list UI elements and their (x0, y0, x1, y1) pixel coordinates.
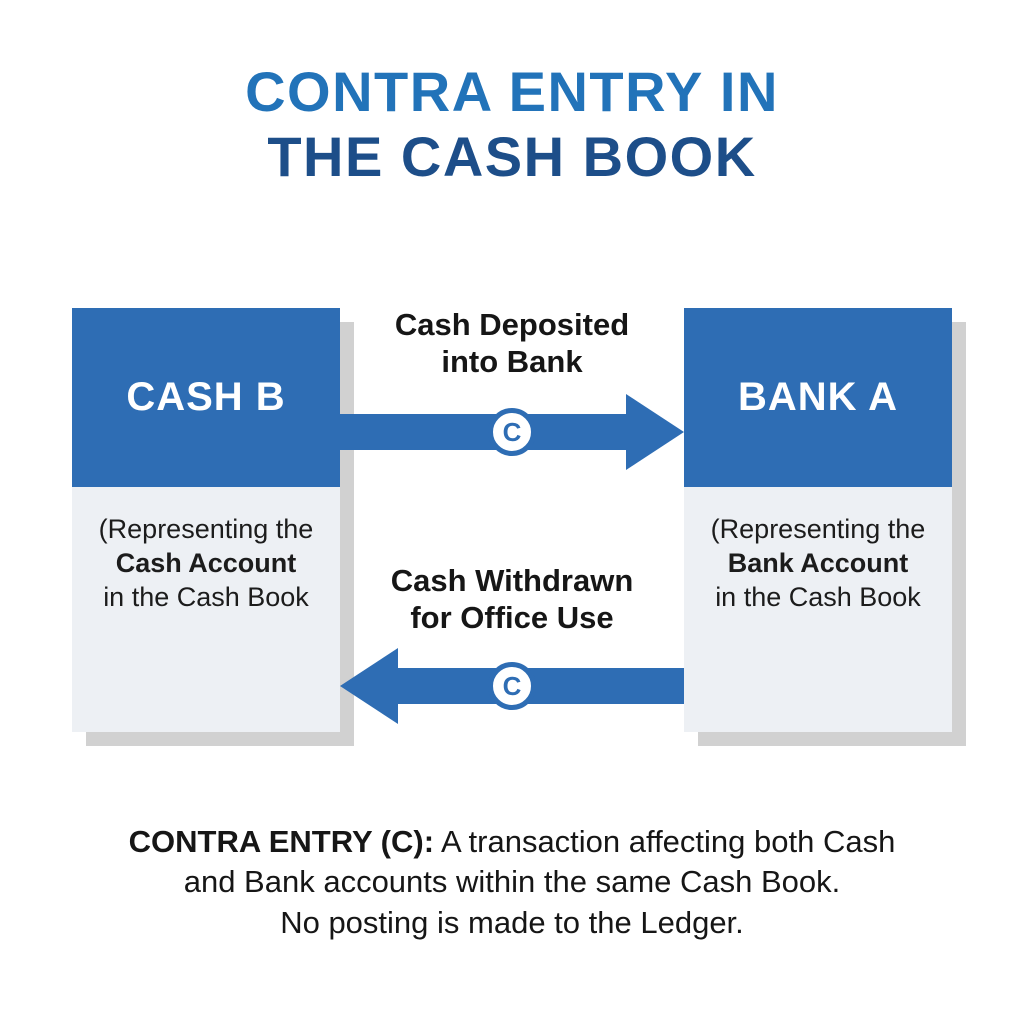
deposit-arrow-label: Cash Deposited into Bank (0, 306, 1024, 380)
page-title: CONTRA ENTRY IN THE CASH BOOK (0, 60, 1024, 190)
withdraw-arrow: C (340, 648, 684, 724)
deposit-label-line2: into Bank (441, 344, 583, 380)
title-line1: CONTRA ENTRY IN (245, 60, 779, 123)
cash-box-card: CASH B (Representing the Cash Account in… (72, 308, 340, 732)
withdraw-label-line1: Cash Withdrawn (390, 563, 634, 598)
bank-body-line2: Bank Account (727, 547, 909, 578)
contra-entry-definition: CONTRA ENTRY (C): A transaction affectin… (0, 822, 1024, 943)
deposit-label-line1: Cash Deposited (394, 307, 630, 342)
title-line2: THE CASH BOOK (267, 124, 757, 188)
deposit-arrow: C (340, 394, 684, 470)
withdraw-arrow-shaft (394, 668, 684, 704)
definition-line2: and Bank accounts within the same Cash B… (183, 864, 841, 900)
bank-body-line1: (Representing the (710, 514, 926, 544)
cash-box-body: (Representing the Cash Account in the Ca… (72, 487, 340, 732)
definition-line1: CONTRA ENTRY (C): A transaction affectin… (0, 822, 1024, 862)
withdraw-arrowhead-icon (340, 648, 398, 724)
deposit-arrowhead-icon (626, 394, 684, 470)
cash-body-line3: in the Cash Book (103, 581, 309, 612)
cash-account-box: CASH B (Representing the Cash Account in… (72, 308, 354, 746)
bank-account-box: BANK A (Representing the Bank Account in… (684, 308, 966, 746)
definition-line1-rest: A transaction affecting both Cash (434, 824, 896, 859)
cash-box-header: CASH B (72, 308, 340, 487)
bank-box-body: (Representing the Bank Account in the Ca… (684, 487, 952, 732)
contra-c-badge-withdraw: C (488, 662, 536, 710)
contra-c-badge-deposit: C (488, 408, 536, 456)
definition-line3: No posting is made to the Ledger. (280, 904, 744, 940)
bank-body-line3: in the Cash Book (715, 581, 921, 612)
bank-box-header: BANK A (684, 308, 952, 487)
definition-lead: CONTRA ENTRY (C): (128, 824, 435, 859)
bank-box-card: BANK A (Representing the Bank Account in… (684, 308, 952, 732)
cash-body-line2: Cash Account (115, 547, 297, 578)
withdraw-label-line2: for Office Use (410, 600, 614, 636)
withdraw-arrow-label: Cash Withdrawn for Office Use (0, 562, 1024, 636)
cash-body-line1: (Representing the (98, 514, 314, 544)
deposit-arrow-shaft (340, 414, 630, 450)
